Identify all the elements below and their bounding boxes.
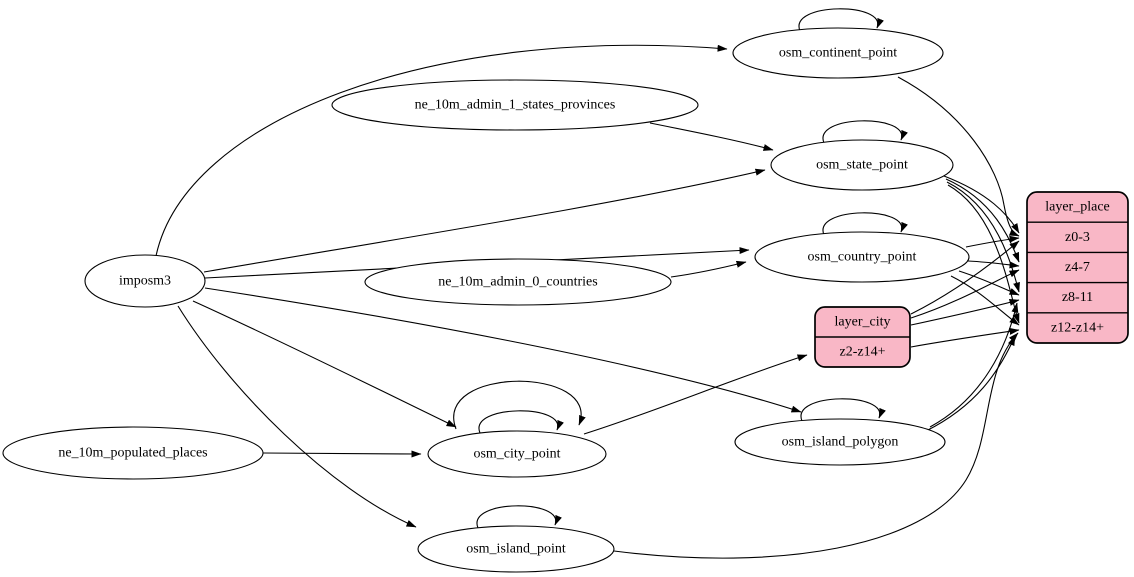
node-label-osm_state_point: osm_state_point <box>816 158 908 173</box>
layer_place-box <box>1026 191 1129 344</box>
osm_island_point-ellipse <box>417 525 615 573</box>
osm_country_point-ellipse <box>754 231 970 283</box>
edge-osm_city_point-to-layer_city-z2-z14+ <box>583 354 808 435</box>
node-osm_country_point: osm_country_point <box>754 231 970 283</box>
layer_place-row-layer_place: layer_place <box>1045 200 1110 215</box>
ne_10m_populated_places-ellipse <box>2 426 264 480</box>
edge-layer_city-to-layer_place-z4-7 <box>910 269 1020 319</box>
layer_place-row-z0-3: z0-3 <box>1065 230 1090 245</box>
ne_10m_admin_1_states_provinces-ellipse <box>331 79 699 131</box>
edge-osm_country_point-to-osm_country_point <box>822 212 908 236</box>
edge-layer_city-to-layer_place-z8-11 <box>910 299 1020 326</box>
edge-imposm3-to-osm_continent_point <box>155 44 728 257</box>
edge-imposm3-to-osm_island_polygon <box>204 287 802 413</box>
node-osm_island_polygon: osm_island_polygon <box>734 418 946 466</box>
ne_10m_admin_0_countries-ellipse <box>364 258 672 306</box>
edge-osm_island_polygon-to-layer_place-z8-11 <box>929 302 1019 428</box>
edge-osm_state_point-to-layer_place-z0-3 <box>943 175 1020 234</box>
nodes-layer: imposm3 ne_10m_admin_1_states_provincesne… <box>2 27 1129 573</box>
layer_place-row-z12-z14+: z12-z14+ <box>1051 320 1104 335</box>
edge-osm_country_point-to-layer_place-z0-3 <box>965 235 1020 248</box>
osm_state_point-ellipse <box>770 139 954 191</box>
node-label-osm_island_point: osm_island_point <box>466 542 566 557</box>
node-osm_continent_point: osm_continent_point <box>732 27 944 79</box>
edge-layer_city-to-layer_place-z12-z14+ <box>910 327 1020 348</box>
edge-osm_island_point-to-layer_place-z12-z14+ <box>613 332 1019 559</box>
edge-osm_island_point-to-osm_island_point <box>476 505 562 529</box>
node-osm_state_point: osm_state_point <box>770 139 954 191</box>
edge-osm_city_point-to-osm_city_point <box>453 380 586 430</box>
node-layer_place: layer_place z0-3 z4-7 z8-11 z12-z14+ <box>1026 191 1129 344</box>
edge-osm_state_point-to-layer_place-z8-11 <box>946 181 1020 293</box>
imposm3-ellipse <box>84 254 206 308</box>
edge-osm_island_polygon-to-layer_place-z12-z14+ <box>925 335 1016 432</box>
edge-ne_10m_populated_places-to-osm_city_point <box>262 450 422 458</box>
node-label-imposm3: imposm3 <box>119 274 171 289</box>
node-label-ne_10m_populated_places: ne_10m_populated_places <box>58 446 207 461</box>
edge-osm_state_point-to-osm_state_point <box>822 120 908 144</box>
node-label-ne_10m_admin_1_states_provinces: ne_10m_admin_1_states_provinces <box>415 98 616 113</box>
node-osm_island_point: osm_island_point <box>417 525 615 573</box>
node-label-osm_country_point: osm_country_point <box>808 250 917 265</box>
edge-layer_city-to-layer_place-z0-3 <box>910 240 1020 315</box>
layer_city-row-z2-z14+: z2-z14+ <box>840 345 886 360</box>
layer_place-row-z4-7: z4-7 <box>1065 260 1090 275</box>
node-label-ne_10m_admin_0_countries: ne_10m_admin_0_countries <box>438 275 597 290</box>
edge-osm_island_polygon-to-osm_island_polygon <box>800 398 886 422</box>
node-ne_10m_populated_places: ne_10m_populated_places <box>2 426 264 480</box>
node-ne_10m_admin_1_states_provinces: ne_10m_admin_1_states_provinces <box>331 79 699 131</box>
edge-osm_country_point-to-layer_place-z12-z14+ <box>950 275 1020 326</box>
edges-layer <box>155 8 1020 559</box>
layer_city-row-layer_city: layer_city <box>835 315 891 330</box>
edge-imposm3-to-osm_state_point <box>203 168 766 273</box>
edge-ne_10m_admin_0_countries-to-osm_country_point <box>670 260 747 278</box>
edge-osm_state_point-to-layer_place-z4-7 <box>945 178 1020 263</box>
edge-osm_city_point-to-osm_city_point <box>478 410 564 434</box>
osm_city_point-ellipse <box>427 430 607 478</box>
node-label-osm_continent_point: osm_continent_point <box>779 46 897 61</box>
edge-imposm3-to-osm_city_point <box>192 300 457 428</box>
node-layer_city: layer_city z2-z14+ <box>814 306 911 368</box>
osm_island_polygon-ellipse <box>734 418 946 466</box>
node-imposm3: imposm3 <box>84 254 206 308</box>
edge-osm_continent_point-to-osm_continent_point <box>798 8 884 32</box>
edge-osm_country_point-to-layer_place-z4-7 <box>967 260 1020 269</box>
edge-imposm3-to-osm_island_point <box>177 305 417 528</box>
node-label-osm_island_polygon: osm_island_polygon <box>782 435 899 450</box>
node-label-osm_city_point: osm_city_point <box>473 447 560 462</box>
node-osm_city_point: osm_city_point <box>427 430 607 478</box>
edge-ne_10m_admin_1_states_provinces-to-osm_state_point <box>649 122 774 151</box>
node-ne_10m_admin_0_countries: ne_10m_admin_0_countries <box>364 258 672 306</box>
osm_continent_point-ellipse <box>732 27 944 79</box>
layer_place-row-z8-11: z8-11 <box>1062 290 1093 305</box>
